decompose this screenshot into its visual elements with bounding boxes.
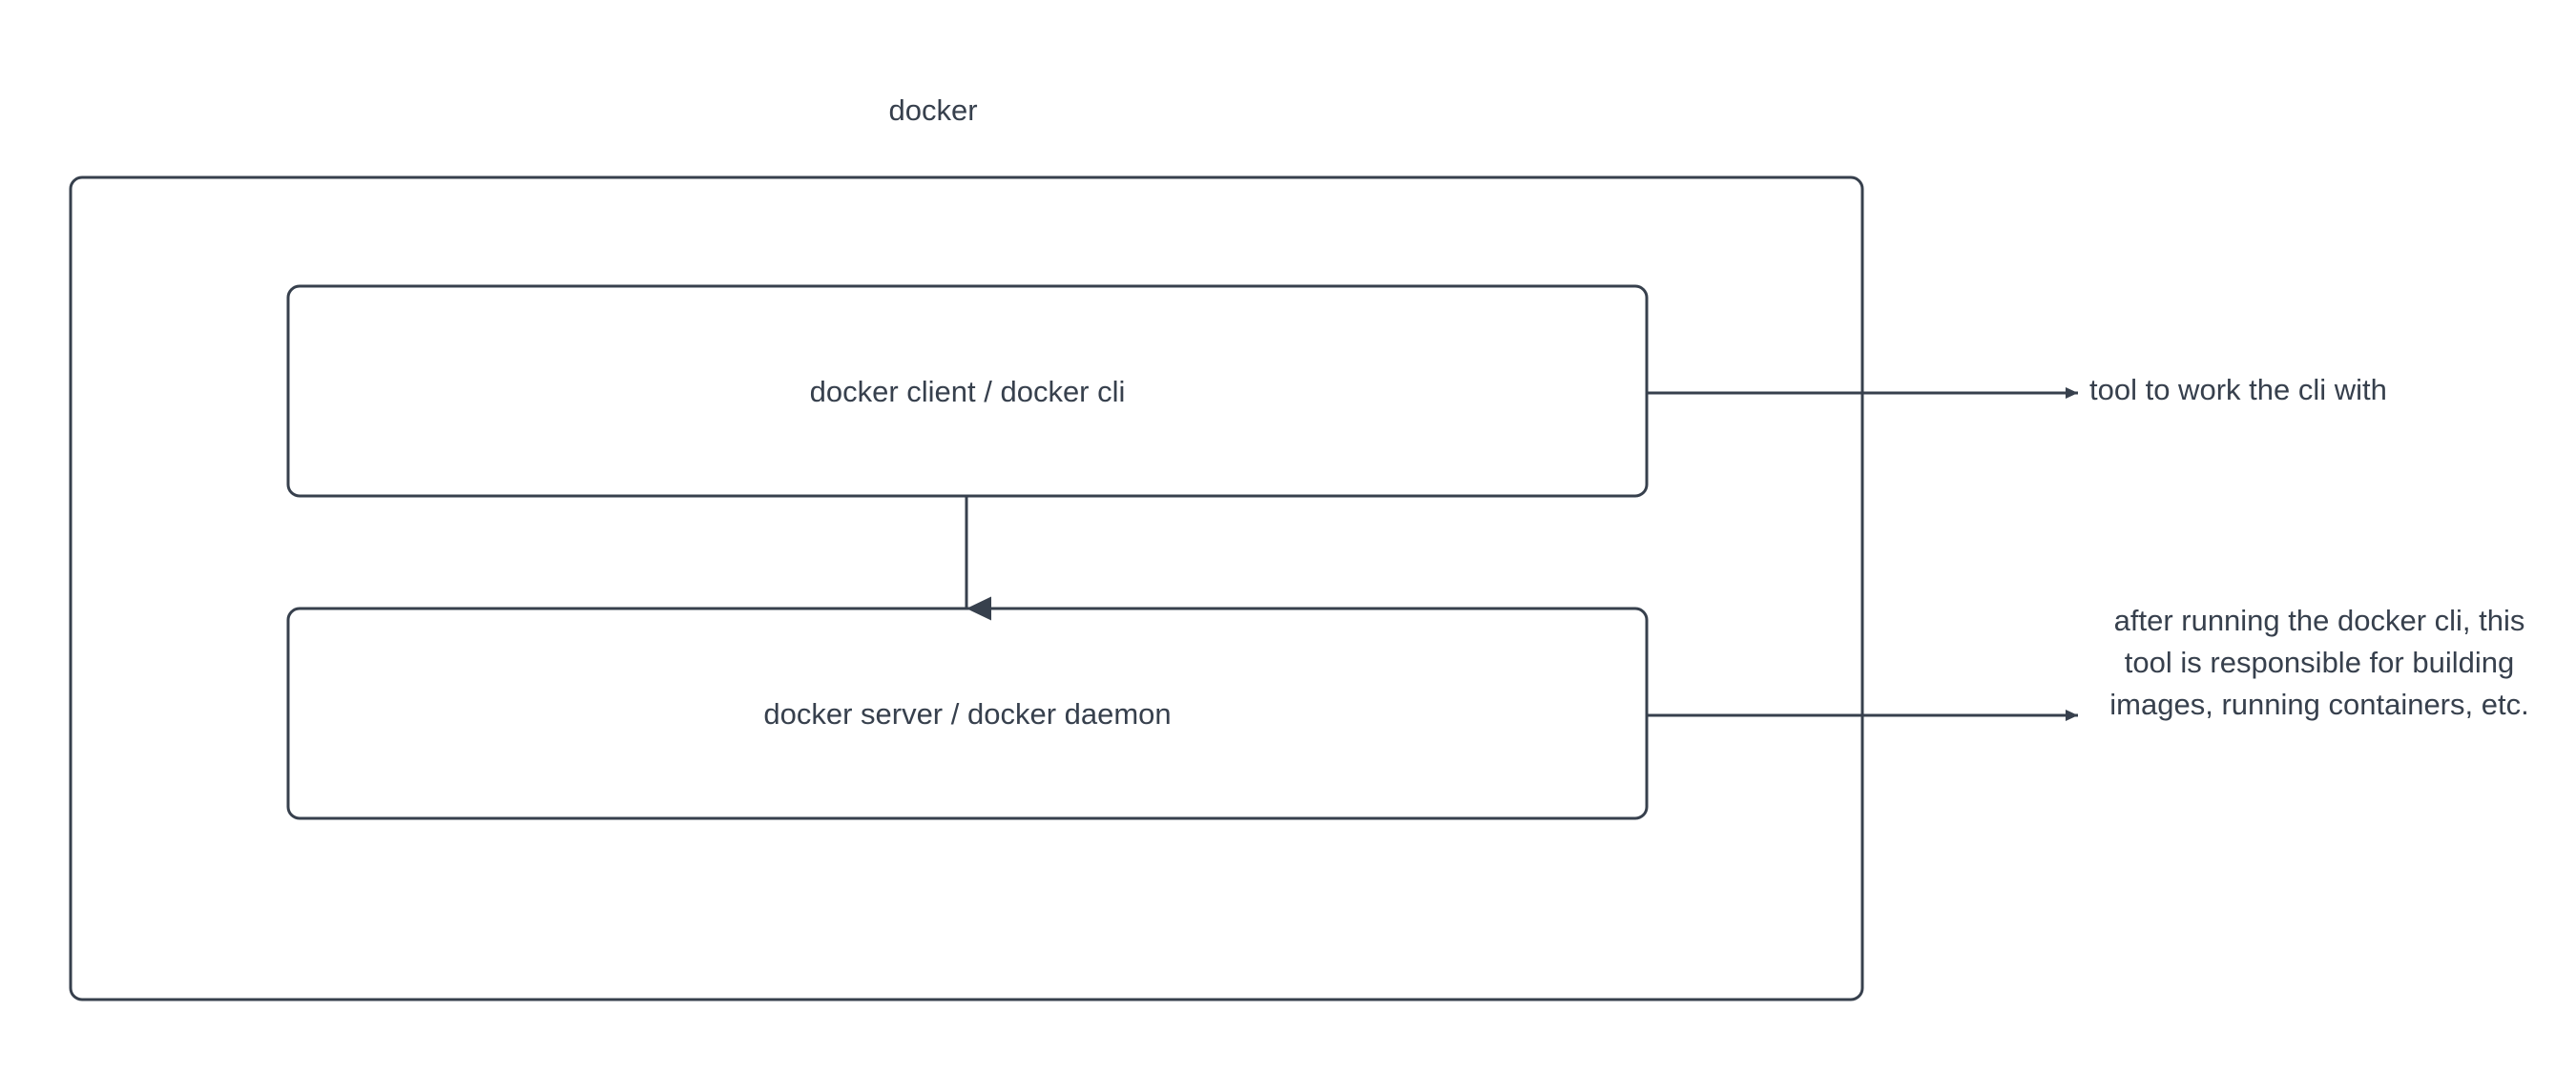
outer-container-box: [69, 175, 1864, 1001]
docker-client-box: [286, 284, 1649, 498]
docker-server-box: [286, 607, 1649, 820]
